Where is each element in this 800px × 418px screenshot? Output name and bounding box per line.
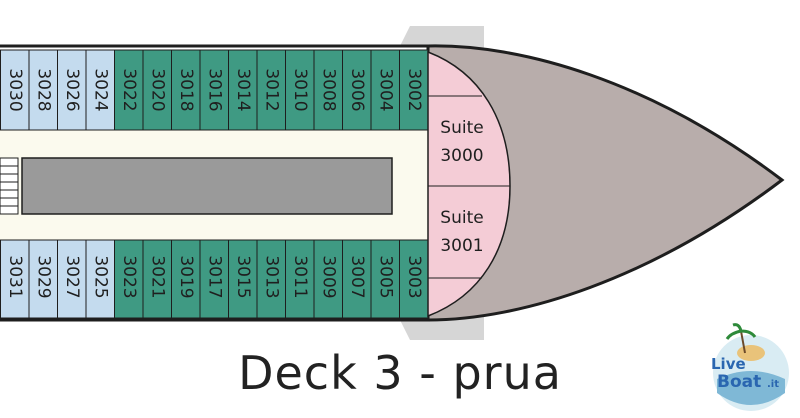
tender-top [400,26,484,50]
cabin-3004-label: 3004 [375,68,395,111]
svg-text:.it: .it [767,379,779,390]
cabin-3011 [285,239,315,319]
cabin-3014 [228,49,258,131]
cabin-3002-label: 3002 [404,68,424,111]
cabin-3004 [370,49,400,131]
cabin-3021-label: 3021 [147,255,167,298]
cabin-3022-label: 3022 [119,68,139,111]
cabin-3027 [57,239,87,319]
cabin-3021 [142,239,172,319]
cabin-3019-label: 3019 [176,255,196,298]
cabin-3007 [342,239,372,319]
bow-hull [426,44,785,322]
cabin-3027-label: 3027 [62,255,82,298]
cabin-3010-label: 3010 [290,68,310,111]
suite-3001-label: Suite [440,208,483,228]
cabin-3002 [399,49,429,131]
deck-title: Deck 3 - prua [238,346,562,400]
cabin-row-top: 3002 3004 3006 3008 3010 3012 3014 3016 3018 3020… [0,49,429,131]
cabin-3023 [114,239,144,319]
cabin-3005 [370,239,400,319]
cabin-3030-label: 3030 [5,68,25,111]
cabin-3008-label: 3008 [318,68,338,111]
svg-text:Live: Live [711,355,746,373]
cabin-3025-label: 3025 [90,255,110,298]
cabin-3024-label: 3024 [90,68,110,111]
cabin-3026 [57,49,87,131]
cabin-3028-label: 3028 [33,68,53,111]
suite-3001-number: 3001 [440,236,483,256]
liveboat-logo: Live Boat .it [711,323,789,411]
cabin-3007-label: 3007 [347,255,367,298]
cabin-3009 [313,239,343,319]
cabin-3023-label: 3023 [119,255,139,298]
suite-3000-number: 3000 [440,146,483,166]
cabin-3012 [256,49,286,131]
cabin-3020-label: 3020 [147,68,167,111]
cabin-3018-label: 3018 [176,68,196,111]
deck-plan: 3002 3004 3006 3008 3010 3012 3014 3016 3018 3020… [0,26,785,340]
cabin-3005-label: 3005 [375,255,395,298]
cabin-3016-label: 3016 [204,68,224,111]
cabin-3028 [28,49,58,131]
tender-bottom [400,316,484,340]
cabin-3015 [228,239,258,319]
cabin-3015-label: 3015 [233,255,253,298]
cabin-3016 [199,49,229,131]
cabin-3024 [85,49,115,131]
svg-text:Boat: Boat [717,372,761,392]
cabin-3029-label: 3029 [33,255,53,298]
cabin-3006-label: 3006 [347,68,367,111]
cabin-3029 [28,239,58,319]
cabin-3031 [0,239,30,319]
cabin-3012-label: 3012 [261,68,281,111]
cabin-3026-label: 3026 [62,68,82,111]
cabin-3019 [171,239,201,319]
cabin-3009-label: 3009 [318,255,338,298]
cabin-3031-label: 3031 [5,255,25,298]
center-block [21,157,393,215]
stair-icon [0,157,19,215]
cabin-3011-label: 3011 [290,255,310,298]
cabin-3025 [85,239,115,319]
cabin-3003-label: 3003 [404,255,424,298]
cabin-3013-label: 3013 [261,255,281,298]
suite-3000-label: Suite [440,118,483,138]
cabin-3017 [199,239,229,319]
cabin-3017-label: 3017 [204,255,224,298]
cabin-3022 [114,49,144,131]
cabin-3014-label: 3014 [233,68,253,111]
cabin-3030 [0,49,30,131]
cabin-row-bottom: 3003 3005 3007 3009 3011 3013 3015 3017 3019 3021… [0,239,429,319]
cabin-3018 [171,49,201,131]
